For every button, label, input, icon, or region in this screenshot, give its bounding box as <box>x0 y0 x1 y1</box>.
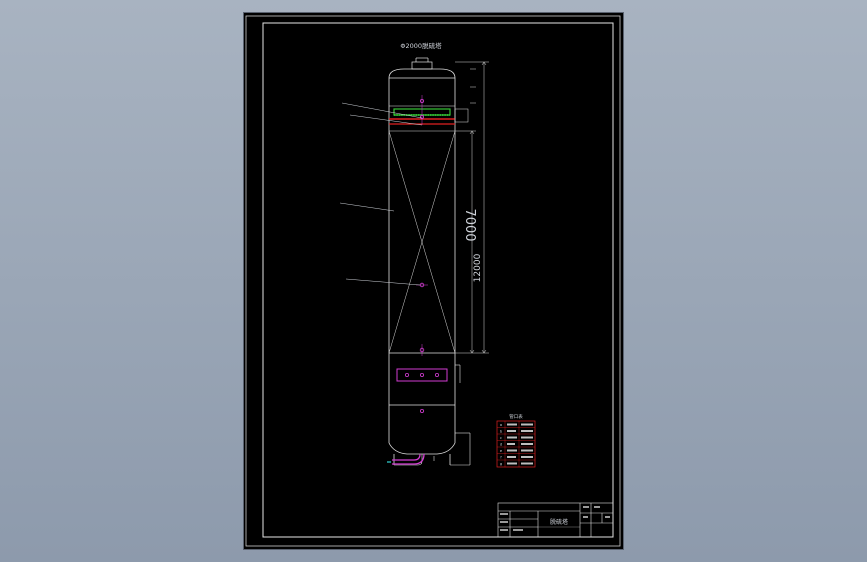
nozzle-row-c: c <box>500 436 502 440</box>
callout-leaders <box>339 102 423 286</box>
gas-inlet <box>396 364 461 413</box>
distributor-section <box>389 95 469 125</box>
nozzle-table-heading: 管口表 <box>509 413 523 420</box>
dimension-packing-height: 7000 <box>462 208 477 241</box>
packing-bed <box>388 130 456 354</box>
nozzle-row-f: f <box>500 456 502 460</box>
mid-nozzles <box>416 282 428 356</box>
nozzle-row-g: g <box>500 462 502 466</box>
nozzle-row-b: b <box>500 430 503 434</box>
nozzle-row-a: a <box>500 423 502 427</box>
outer-frame <box>245 15 621 547</box>
drawing-sheet: Φ2000脱硫塔 <box>244 13 623 549</box>
drawing-title: Φ2000脱硫塔 <box>400 41 442 50</box>
nozzle-row-d: d <box>500 443 502 447</box>
nozzle-table: 管口表 a b c d e f g <box>496 413 536 468</box>
dimension-lines <box>455 61 489 354</box>
top-nozzle <box>411 57 433 70</box>
title-block-details <box>500 506 610 531</box>
right-structure <box>450 432 471 466</box>
engineering-drawing: Φ2000脱硫塔 <box>245 15 621 547</box>
tower-shell <box>388 68 456 465</box>
dimension-overall-height: 12000 <box>473 253 483 282</box>
title-block <box>497 502 614 538</box>
title-block-name: 脱硫塔 <box>550 518 568 526</box>
nozzle-row-e: e <box>500 449 503 453</box>
drain-pipe <box>387 453 435 466</box>
inner-frame <box>262 22 614 538</box>
